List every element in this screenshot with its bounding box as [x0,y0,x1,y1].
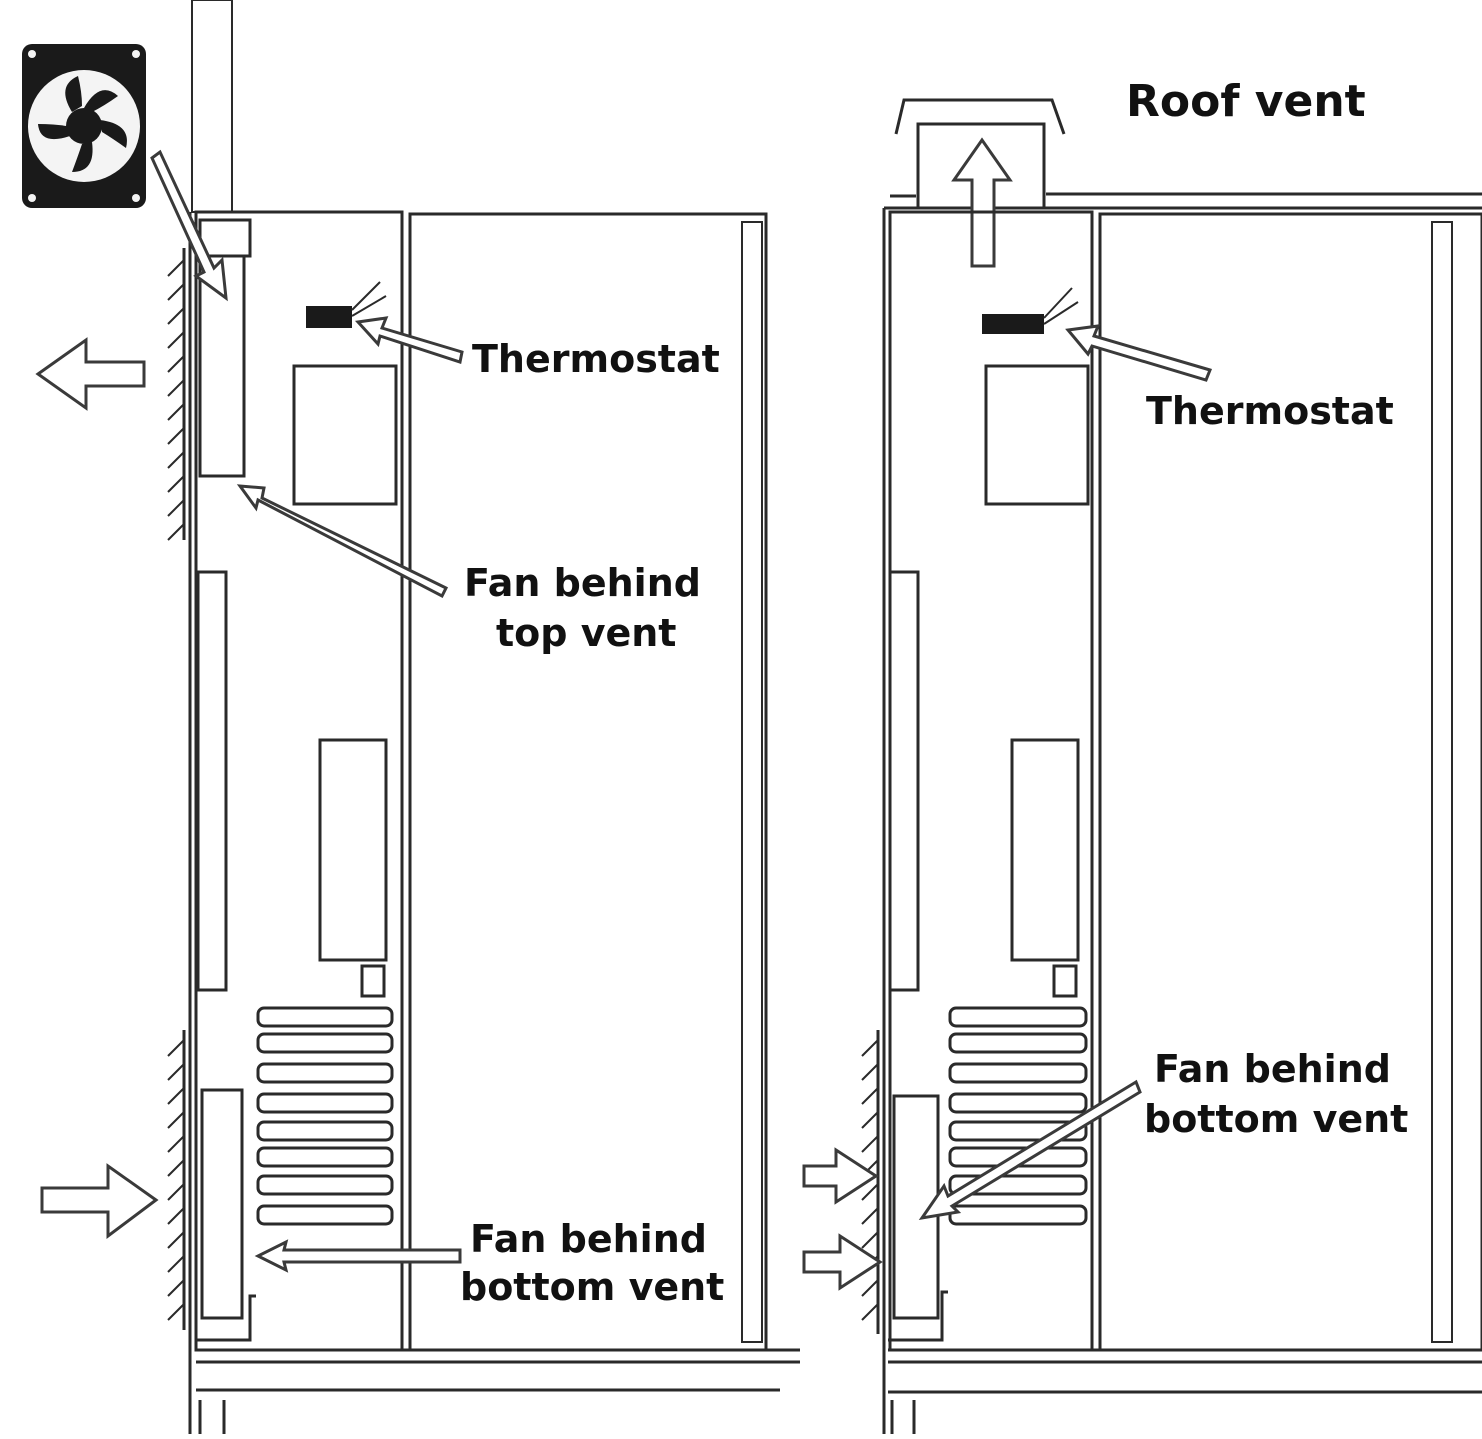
right-fridge-body [1098,212,1482,1352]
left-wall-upper [191,0,233,213]
left-installation: Thermostat Fan behind top vent Fan behin… [22,0,800,1434]
right-wall-hatch [861,1030,880,1334]
left-control-box [292,364,398,506]
left-thermostat-pointer [354,316,464,364]
airflow-up-arrow-icon [951,137,1013,268]
left-fan-bottom-label-line1: Fan behind [470,1217,707,1261]
right-installation: Roof vent Thermostat Fan behind bottom v… [802,76,1482,1434]
left-fan-top-label-line2: top vent [496,611,676,655]
fan-location-arrow [150,149,228,302]
left-thermostat-wire-a [351,281,381,311]
left-bottom-vent-lip [196,1294,256,1342]
right-thermostat-wire-a [1043,287,1073,319]
right-fan-bottom-pointer [918,1079,1142,1221]
computer-fan-icon [22,44,146,208]
right-airflow-in-arrow-bottom [802,1233,883,1291]
left-fan-top-pointer [236,484,449,599]
left-fridge-body [408,212,768,1352]
thermostat-icon [306,306,352,328]
airflow-in-arrow-icon [40,1163,159,1239]
left-wall-hatch-bottom [167,1030,186,1330]
left-fan-top-label-line1: Fan behind [464,561,701,605]
right-burner-tube [888,570,920,992]
right-control-box [984,364,1090,506]
right-fan-bottom-label-line2: bottom vent [1144,1097,1408,1141]
left-fan-bottom-pointer [254,1239,462,1273]
right-thermostat-icon [982,314,1044,334]
right-thermostat-pointer [1065,324,1213,382]
left-condenser-fins [256,1006,394,1226]
left-boiler [318,738,388,962]
right-fridge-door-edge [1431,221,1453,1343]
left-wall-hatch-top [167,248,186,541]
left-boiler-tab [360,964,386,998]
left-fridge-door-edge [741,221,763,1343]
left-bottom-vent-fan-slot [200,1088,244,1320]
right-boiler-tab [1052,964,1078,998]
left-thermostat-label: Thermostat [472,337,720,381]
left-burner-tube [196,570,228,992]
right-thermostat-wire-b [1043,301,1079,325]
roof-vent-label: Roof vent [1126,76,1366,127]
left-thermostat-wire-b [351,295,387,317]
right-airflow-in-arrow-top [802,1147,879,1205]
right-boiler [1010,738,1080,962]
right-bottom-vent-lip [888,1290,948,1342]
right-condenser-fins [948,1006,1088,1226]
right-thermostat-label: Thermostat [1146,389,1394,433]
airflow-out-arrow-icon [35,337,146,411]
left-fan-bottom-label-line2: bottom vent [460,1265,724,1309]
right-fan-bottom-label-line1: Fan behind [1154,1047,1391,1091]
left-top-vent-fan-slot [198,254,246,478]
